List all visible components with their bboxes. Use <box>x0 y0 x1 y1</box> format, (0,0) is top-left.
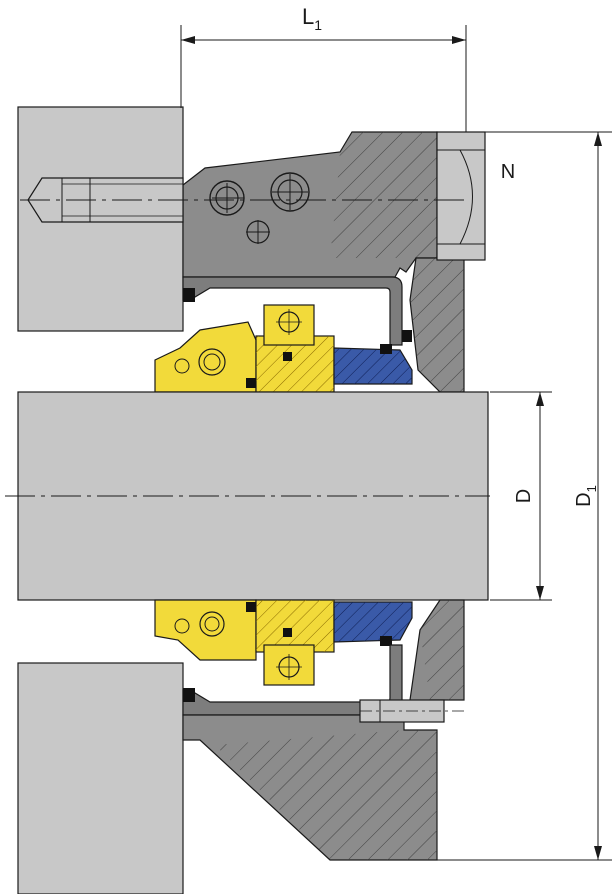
upper-rotating-assembly <box>154 304 335 393</box>
label-d1-sub: 1 <box>584 485 599 492</box>
label-d1-main: D <box>573 492 595 506</box>
housing-bottom-block <box>17 662 184 894</box>
label-d1: D1 <box>573 485 599 507</box>
dimension-l1 <box>180 25 467 132</box>
label-n: N <box>501 161 515 183</box>
lower-gland-housing <box>182 599 468 861</box>
label-d: D <box>513 489 535 503</box>
lower-rotating-assembly <box>154 599 335 686</box>
lower-seal-ring <box>333 601 413 646</box>
upper-seal-ring <box>333 330 413 385</box>
gland-holes <box>209 172 310 244</box>
dimension-d1 <box>437 131 612 861</box>
label-l1: L1 <box>302 4 322 33</box>
upper-casing <box>182 276 403 346</box>
label-l1-main: L <box>302 4 314 29</box>
dimension-d <box>490 391 552 601</box>
bolt-head-n <box>436 131 486 261</box>
upper-gland-housing <box>182 131 465 393</box>
label-l1-sub: 1 <box>314 17 322 33</box>
